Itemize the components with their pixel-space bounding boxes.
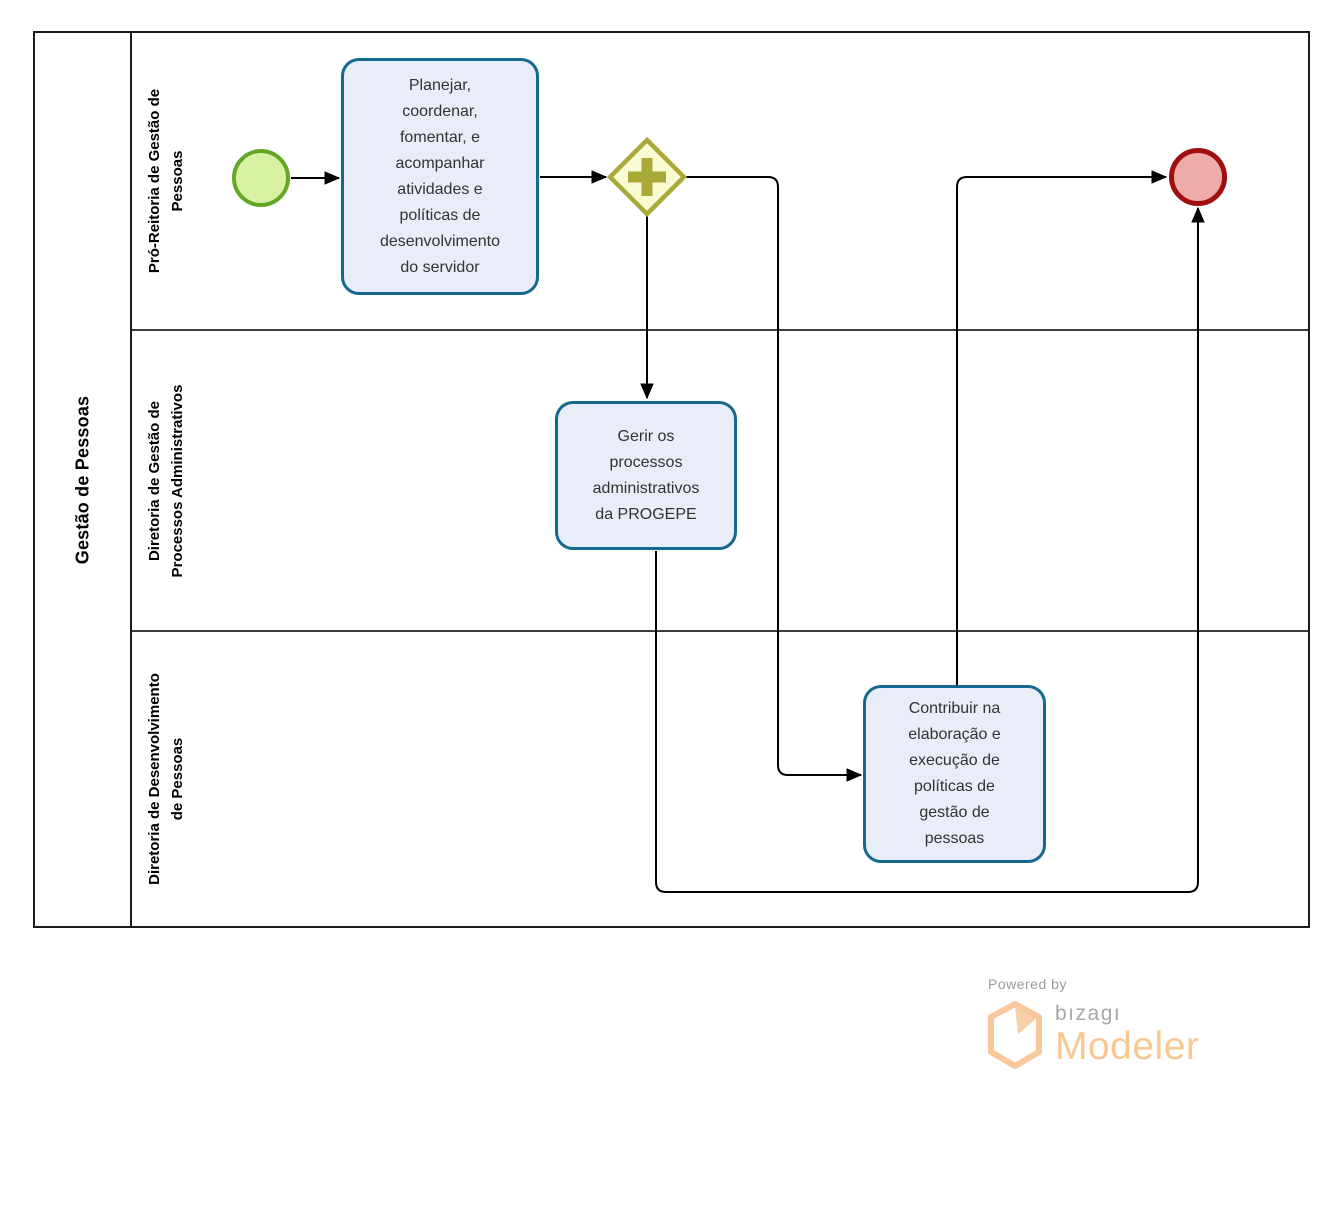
parallel-gateway xyxy=(606,136,688,218)
lane-pro-reitoria: Pró-Reitoria de Gestão de Pessoas xyxy=(132,33,1308,331)
task-planejar-coordenar: Planejar, coordenar, fomentar, e acompan… xyxy=(341,58,539,295)
powered-by-label: Powered by xyxy=(988,976,1067,992)
end-event xyxy=(1169,148,1227,206)
bizagi-wordmark: bızagı xyxy=(1055,1002,1122,1025)
task-gerir-processos: Gerir os processos administrativos da PR… xyxy=(555,401,737,550)
pool-header: Gestão de Pessoas xyxy=(35,33,132,926)
modeler-wordmark: Modeler xyxy=(1055,1025,1200,1068)
task-label: Planejar, coordenar, fomentar, e acompan… xyxy=(379,76,501,276)
lane-label: Diretoria de Gestão de Processos Adminis… xyxy=(145,384,186,577)
task-contribuir-politicas: Contribuir na elaboração e execução de p… xyxy=(863,685,1046,863)
task-label: Contribuir na elaboração e execução de p… xyxy=(908,700,1001,847)
start-event xyxy=(232,149,290,207)
plus-icon xyxy=(628,158,666,196)
task-label: Gerir os processos administrativos da PR… xyxy=(592,427,700,523)
lane-diretoria-desenvolvimento: Diretoria de Desenvolvimento de Pessoas xyxy=(132,632,1308,926)
bizagi-hexagon-icon xyxy=(988,1001,1042,1069)
lane-header: Diretoria de Gestão de Processos Adminis… xyxy=(132,331,200,630)
pool-title: Gestão de Pessoas xyxy=(72,395,92,564)
lane-label: Pró-Reitoria de Gestão de Pessoas xyxy=(145,88,186,274)
lane-header: Diretoria de Desenvolvimento de Pessoas xyxy=(132,632,200,926)
lane-label: Diretoria de Desenvolvimento de Pessoas xyxy=(145,673,186,885)
bizagi-branding: Powered by bızagı Modeler xyxy=(988,976,1199,1069)
lane-header: Pró-Reitoria de Gestão de Pessoas xyxy=(132,33,200,329)
